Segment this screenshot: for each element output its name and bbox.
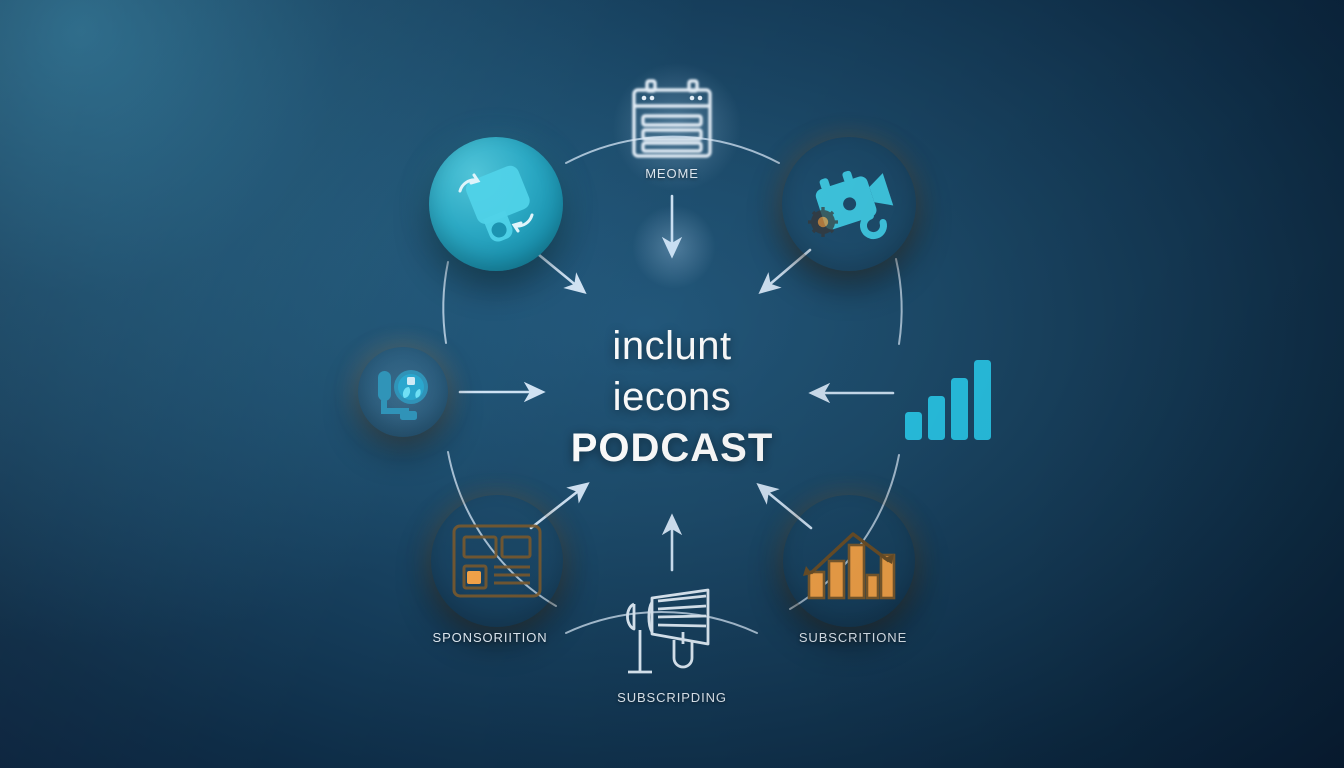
tag-refresh-icon	[458, 165, 534, 242]
node-analytics-chart[interactable]	[783, 495, 915, 627]
label-megaphone: SUBSCRIPDING	[617, 690, 727, 705]
label-browser-window: MEOME	[645, 166, 699, 181]
bar-signal-icon	[905, 360, 991, 440]
arrow-topleft-in	[531, 248, 587, 294]
label-analytics-chart: SUBSCRITIONE	[798, 630, 908, 645]
arrow-botright-in	[756, 483, 813, 530]
microphone-icon	[378, 370, 428, 420]
newspaper-icon	[452, 524, 542, 598]
bar-chart-trend-icon	[803, 532, 896, 600]
label-article-layout: SPONSORIITION	[432, 630, 548, 645]
node-video-gear[interactable]	[782, 137, 916, 271]
arrow-group	[458, 194, 895, 572]
node-browser-window[interactable]	[624, 76, 720, 172]
arrow-botleft-in	[529, 482, 590, 530]
arrow-topright-in	[758, 248, 812, 295]
video-camera-gear-icon	[808, 170, 894, 240]
center-title: inclunt iecons PODCAST	[571, 321, 774, 475]
node-article-layout[interactable]	[431, 495, 563, 627]
megaphone-icon	[626, 588, 710, 674]
node-megaphone[interactable]	[612, 588, 732, 680]
center-line-3: PODCAST	[570, 426, 774, 471]
center-line-2: iecons	[612, 375, 732, 420]
browser-window-icon	[632, 79, 712, 158]
node-microphone-media[interactable]	[358, 347, 448, 437]
node-tag-refresh[interactable]	[429, 137, 563, 271]
node-growth-bars[interactable]	[897, 350, 993, 446]
center-line-1: inclunt	[612, 324, 732, 369]
